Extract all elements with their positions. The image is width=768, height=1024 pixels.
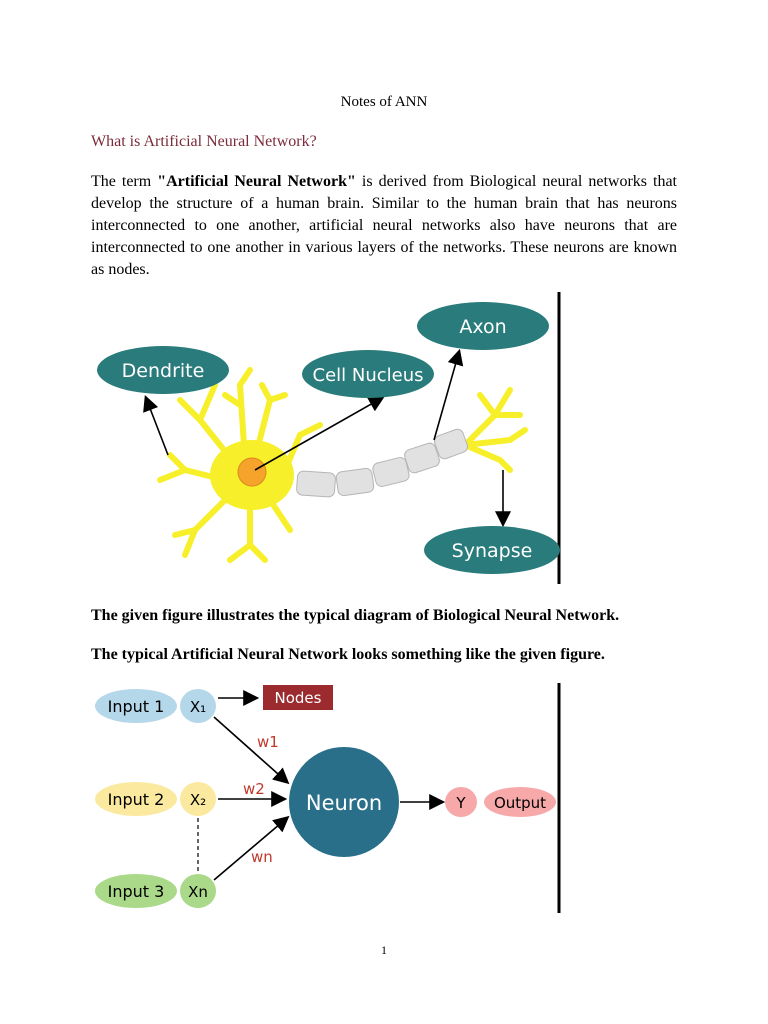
- x2-label: X₂: [190, 791, 206, 809]
- nodes-box: [263, 685, 333, 710]
- input-2-label: Input 2: [108, 790, 165, 809]
- dendrite-branches: [157, 367, 528, 563]
- caption-biological: The given figure illustrates the typical…: [91, 607, 620, 624]
- x2-node: [180, 782, 216, 816]
- nodes-label: Nodes: [275, 689, 322, 707]
- intro-paragraph: The term "Artificial Neural Network" is …: [91, 171, 677, 281]
- wn-label: wn: [251, 848, 273, 866]
- document-title: Notes of ANN: [340, 94, 428, 110]
- cell-nucleus-shape: [237, 457, 267, 487]
- nucleus-arrow: [254, 396, 385, 471]
- dendrite-label: Dendrite: [122, 360, 205, 382]
- output-label: Output: [494, 794, 546, 812]
- axon-arrow: [433, 348, 464, 441]
- axon-label: Axon: [459, 316, 506, 338]
- paragraph-term: "Artificial Neural Network": [157, 173, 356, 190]
- y-node: [445, 787, 477, 817]
- w1-label: w1: [257, 733, 279, 751]
- synapse-label-bubble: [424, 526, 560, 574]
- x1-node: [180, 689, 216, 723]
- paragraph-lead: The term: [91, 173, 158, 190]
- axon-label-bubble: [417, 302, 549, 350]
- xn-label: Xn: [188, 883, 208, 901]
- synapse-label: Synapse: [452, 540, 533, 562]
- paragraph-body: is derived from Biological neural networ…: [91, 173, 678, 278]
- neuron-circle: [289, 747, 399, 857]
- input-2-bubble: [95, 782, 177, 816]
- input-1-bubble: [95, 689, 177, 723]
- xn-node: [180, 874, 216, 908]
- wn-arrow: [213, 815, 290, 881]
- x1-label: X₁: [190, 698, 206, 716]
- w2-label: w2: [243, 780, 265, 798]
- output-bubble: [484, 787, 556, 817]
- input-1-label: Input 1: [108, 697, 165, 716]
- page-number: 1: [381, 943, 387, 957]
- w1-arrow: [213, 716, 290, 785]
- input-3-label: Input 3: [108, 882, 165, 901]
- caption-artificial: The typical Artificial Neural Network lo…: [91, 646, 605, 663]
- neuron-label: Neuron: [306, 791, 382, 815]
- dendrite-label-bubble: [97, 346, 229, 394]
- y-label: Y: [455, 794, 466, 812]
- input-3-bubble: [95, 874, 177, 908]
- cell-nucleus-label-bubble: [302, 350, 434, 398]
- cell-nucleus-label: Cell Nucleus: [313, 365, 424, 386]
- section-heading: What is Artificial Neural Network?: [91, 133, 317, 150]
- dendrite-arrow: [143, 395, 169, 456]
- axon-segments: [296, 428, 469, 498]
